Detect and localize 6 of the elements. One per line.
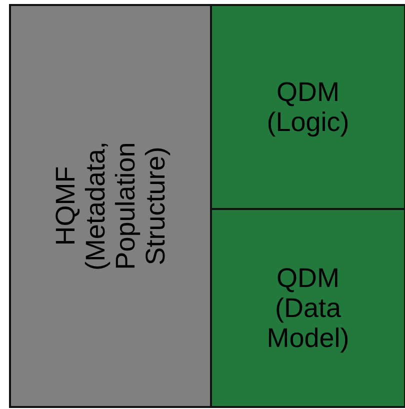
block-label: QDM (Logic) <box>266 77 350 137</box>
block-box <box>210 4 405 210</box>
block-box <box>9 4 212 408</box>
block-box <box>210 208 405 408</box>
block-label: HQMF (Metadata, Population Structure) <box>50 140 170 273</box>
block-label: QDM (Data Model) <box>266 263 350 353</box>
